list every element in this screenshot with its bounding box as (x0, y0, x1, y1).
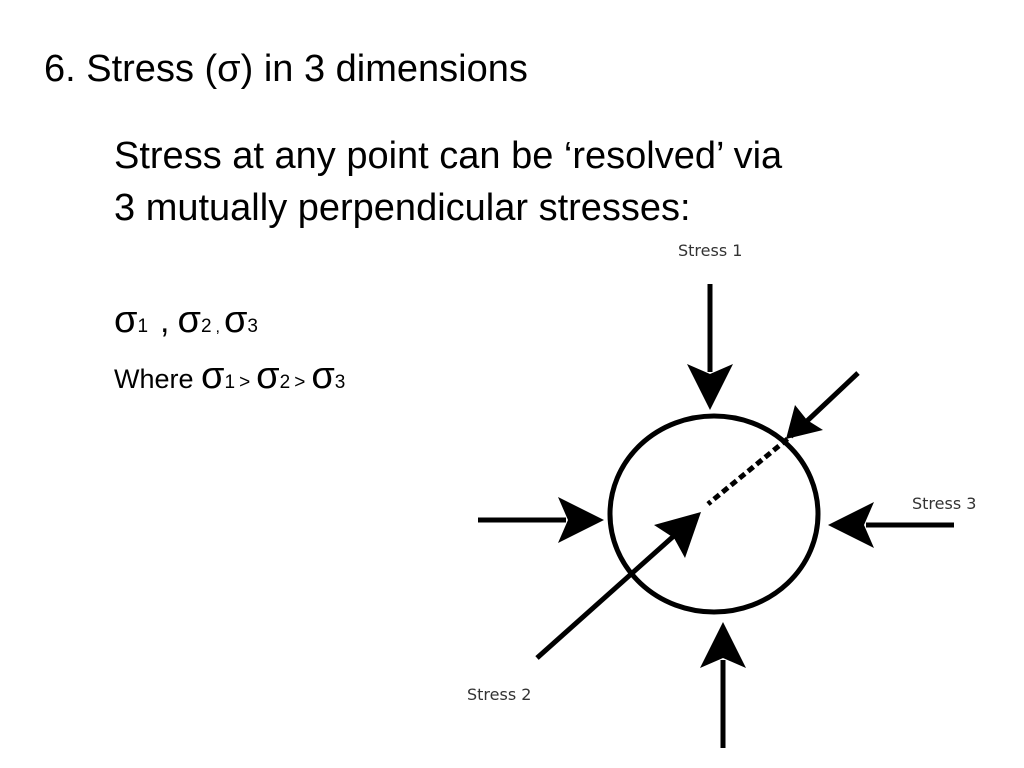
where-sigma-2: σ (256, 355, 280, 397)
sigma-1: σ (114, 299, 138, 341)
sigma-3-subscript: 3 (247, 316, 258, 337)
where-sigma-2-subscript: 2 (279, 372, 291, 393)
intro-line-1: Stress at any point can be ‘resolved’ vi… (114, 135, 783, 177)
where-sigma-1: σ (201, 355, 225, 397)
where-sigma-1-subscript: 1 (224, 372, 236, 393)
sigma-2: σ (177, 299, 201, 341)
slide-title: 6. Stress (σ) in 3 dimensions (44, 48, 528, 90)
stress-1-opposing-arrow (700, 622, 746, 748)
stress-1-arrow (687, 284, 733, 410)
sigma-1-subscript: 1 (137, 316, 149, 337)
stress-point-circle (607, 413, 821, 615)
stress-2-opposing-arrow (706, 371, 860, 506)
sigma-separator: , (160, 302, 170, 340)
sigma-separator-small: , (215, 319, 220, 336)
where-label: Where (114, 364, 202, 394)
where-sigma-3: σ (311, 355, 335, 397)
where-line: Where σ1>σ2>σ3 (114, 350, 345, 409)
sigma-list: σ1,σ2,σ3 (114, 294, 258, 354)
sigma-2-subscript: 2 (200, 316, 212, 337)
stress-2-arrow (535, 512, 701, 660)
stress-3-label: Stress 3 (912, 494, 976, 513)
where-sigma-3-subscript: 3 (334, 372, 346, 393)
greater-than-2: > (294, 372, 306, 393)
stress-2-label: Stress 2 (467, 685, 531, 704)
stress-1-label: Stress 1 (678, 241, 742, 260)
sigma-3: σ (223, 299, 248, 341)
stress-3-opposing-arrow (478, 497, 604, 543)
stress-3-arrow (828, 502, 954, 548)
intro-line-2: 3 mutually perpendicular stresses: (114, 187, 691, 229)
greater-than-1: > (239, 372, 251, 393)
intro-text: Stress at any point can be ‘resolved’ vi… (114, 130, 782, 234)
